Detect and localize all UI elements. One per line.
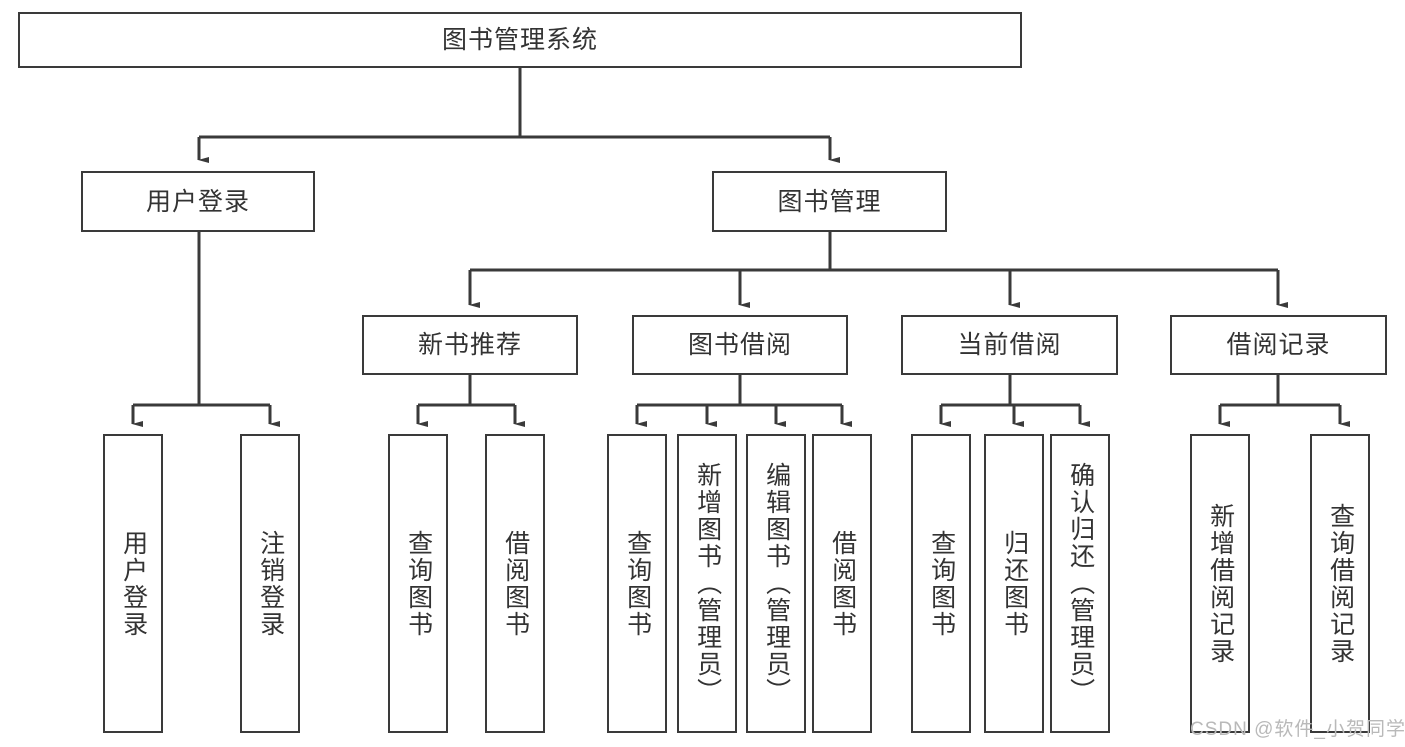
node-label: 图书管理: [777, 187, 882, 216]
node-leaf-return-book[interactable]: 归还图书: [984, 434, 1044, 733]
node-label: 查询借阅记录: [1326, 502, 1355, 665]
node-borrow-record[interactable]: 借阅记录: [1170, 315, 1387, 375]
node-user-login[interactable]: 用户登录: [81, 171, 315, 232]
node-leaf-edit-book-admin[interactable]: 编辑图书（管理员）: [746, 434, 806, 733]
node-label: 归还图书: [1000, 529, 1029, 638]
node-leaf-query-book-current[interactable]: 查询图书: [911, 434, 971, 733]
node-label: 用户登录: [145, 187, 250, 216]
node-label: 用户登录: [119, 529, 148, 638]
node-label: 编辑图书（管理员）: [762, 462, 791, 705]
node-label: 查询图书: [927, 529, 956, 638]
node-current-borrow[interactable]: 当前借阅: [901, 315, 1118, 375]
node-leaf-borrow-book-rec[interactable]: 借阅图书: [485, 434, 545, 733]
node-label: 新增借阅记录: [1206, 502, 1235, 665]
watermark: CSDN @软件_小贺同学: [1190, 719, 1405, 740]
node-label: 借阅记录: [1226, 331, 1331, 359]
node-label: 图书借阅: [687, 331, 792, 359]
node-leaf-add-book-admin[interactable]: 新增图书（管理员）: [677, 434, 737, 733]
node-leaf-user-logout[interactable]: 注销登录: [240, 434, 300, 733]
node-label: 查询图书: [623, 529, 652, 638]
node-label: 新书推荐: [417, 331, 522, 359]
node-label: 查询图书: [404, 529, 433, 638]
node-leaf-confirm-return-admin[interactable]: 确认归还（管理员）: [1050, 434, 1110, 733]
node-leaf-borrow-book[interactable]: 借阅图书: [812, 434, 872, 733]
node-leaf-query-book-borrow[interactable]: 查询图书: [607, 434, 667, 733]
node-book-borrow[interactable]: 图书借阅: [632, 315, 848, 375]
node-label: 新增图书（管理员）: [693, 462, 722, 705]
node-leaf-user-login[interactable]: 用户登录: [103, 434, 163, 733]
node-label: 确认归还（管理员）: [1066, 462, 1095, 705]
node-label: 图书管理系统: [441, 26, 598, 54]
node-leaf-add-borrow-record[interactable]: 新增借阅记录: [1190, 434, 1250, 733]
node-label: 注销登录: [256, 529, 285, 638]
node-label: 借阅图书: [828, 529, 857, 638]
node-label: 当前借阅: [957, 331, 1062, 359]
node-new-book-rec[interactable]: 新书推荐: [362, 315, 578, 375]
node-book-manage[interactable]: 图书管理: [712, 171, 947, 232]
node-leaf-query-book-rec[interactable]: 查询图书: [388, 434, 448, 733]
node-leaf-query-borrow-record[interactable]: 查询借阅记录: [1310, 434, 1370, 733]
node-label: 借阅图书: [501, 529, 530, 638]
node-root-system[interactable]: 图书管理系统: [18, 12, 1022, 68]
